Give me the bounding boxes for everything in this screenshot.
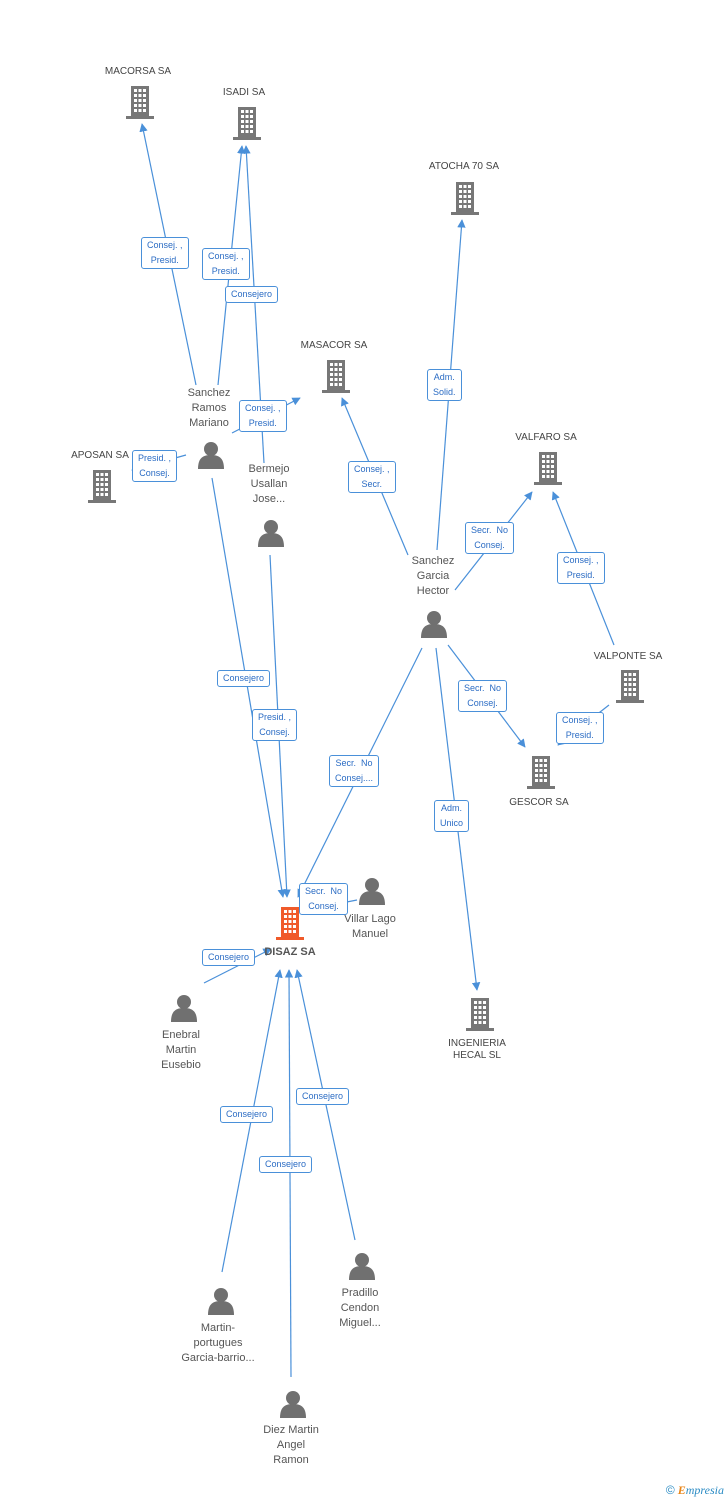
aposan-label[interactable]: APOSAN SA xyxy=(71,450,129,461)
relation-label[interactable]: Consej. , Secr. xyxy=(348,461,396,493)
valfaro-label[interactable]: VALFARO SA xyxy=(515,432,577,443)
atocha-label[interactable]: ATOCHA 70 SA xyxy=(428,161,500,172)
masacor-building-icon[interactable] xyxy=(322,360,350,393)
macorsa-building-icon[interactable] xyxy=(126,86,154,119)
edge-pradillo-disaz xyxy=(294,969,356,1241)
ingenieria-label[interactable]: INGENIERIA HECAL SL xyxy=(448,1038,506,1061)
masacor-label[interactable]: MASACOR SA xyxy=(300,340,368,351)
disaz-label[interactable]: DISAZ SA xyxy=(264,946,316,958)
edge-diez-disaz xyxy=(284,969,294,1378)
pradillo-label[interactable]: Pradillo Cendon Miguel... xyxy=(339,1287,381,1329)
valponte-label[interactable]: VALPONTE SA xyxy=(593,651,663,662)
relation-label[interactable]: Consejero xyxy=(296,1088,350,1105)
enebral-label[interactable]: Enebral Martin Eusebio xyxy=(161,1029,201,1071)
villar-label[interactable]: Villar Lago Manuel xyxy=(344,913,396,940)
macorsa-label[interactable]: MACORSA SA xyxy=(104,66,172,77)
pradillo-person-icon[interactable] xyxy=(349,1253,375,1280)
relation-label[interactable]: Adm. Unico xyxy=(434,800,470,832)
sanchez-garcia-person-icon[interactable] xyxy=(421,611,447,638)
relation-label[interactable]: Presid. , Consej. xyxy=(252,709,298,741)
villar-person-icon[interactable] xyxy=(359,878,385,905)
edge-enebral-disaz xyxy=(203,948,272,984)
relation-label[interactable]: Consej. , Presid. xyxy=(557,552,605,584)
isadi-building-icon[interactable] xyxy=(233,107,261,140)
bermejo-label[interactable]: Bermejo Usallan Jose... xyxy=(248,463,290,505)
relation-label[interactable]: Secr. No Consej. xyxy=(299,883,349,915)
sanchez-ramos-label[interactable]: Sanchez Ramos Mariano xyxy=(187,387,231,429)
brand-initial: E xyxy=(677,1483,686,1497)
relation-label[interactable]: Consejero xyxy=(217,670,271,687)
martin-label[interactable]: Martin- portugues Garcia-barrio... xyxy=(181,1322,255,1364)
ingenieria-building-icon[interactable] xyxy=(466,998,494,1031)
relation-label[interactable]: Secr. No Consej. xyxy=(458,680,508,712)
gescor-label[interactable]: GESCOR SA xyxy=(509,797,569,808)
edge-sanchezramos-disaz xyxy=(211,477,286,898)
relation-label[interactable]: Consej. , Presid. xyxy=(239,400,287,432)
aposan-building-icon[interactable] xyxy=(88,470,116,503)
enebral-person-icon[interactable] xyxy=(171,995,197,1022)
relation-label[interactable]: Consej. , Presid. xyxy=(141,237,189,269)
relation-label[interactable]: Consejero xyxy=(259,1156,313,1173)
relation-label[interactable]: Consej. , Presid. xyxy=(556,712,604,744)
relation-label[interactable]: Consejero xyxy=(202,949,256,966)
relation-label[interactable]: Adm. Solid. xyxy=(427,369,462,401)
relation-label[interactable]: Consej. , Presid. xyxy=(202,248,250,280)
atocha-building-icon[interactable] xyxy=(451,182,479,215)
bermejo-person-icon[interactable] xyxy=(258,520,284,547)
isadi-label[interactable]: ISADI SA xyxy=(222,87,266,98)
diez-person-icon[interactable] xyxy=(280,1391,306,1418)
relation-label[interactable]: Secr. No Consej.... xyxy=(329,755,380,787)
relation-label[interactable]: Presid. , Consej. xyxy=(132,450,178,482)
copyright-symbol: © xyxy=(665,1483,675,1497)
valponte-building-icon[interactable] xyxy=(616,670,644,703)
diez-label[interactable]: Diez Martin Angel Ramon xyxy=(263,1424,319,1466)
relation-label[interactable]: Consejero xyxy=(220,1106,274,1123)
martin-person-icon[interactable] xyxy=(208,1288,234,1315)
relation-label[interactable]: Consejero xyxy=(225,286,279,303)
brand-name: mpresia xyxy=(685,1483,724,1497)
sanchez-garcia-label[interactable]: Sanchez Garcia Hector xyxy=(411,555,455,597)
relation-label[interactable]: Secr. No Consej. xyxy=(465,522,515,554)
valfaro-building-icon[interactable] xyxy=(534,452,562,485)
empresia-logo[interactable]: © Empresia xyxy=(666,1483,724,1498)
gescor-building-icon[interactable] xyxy=(527,756,555,789)
